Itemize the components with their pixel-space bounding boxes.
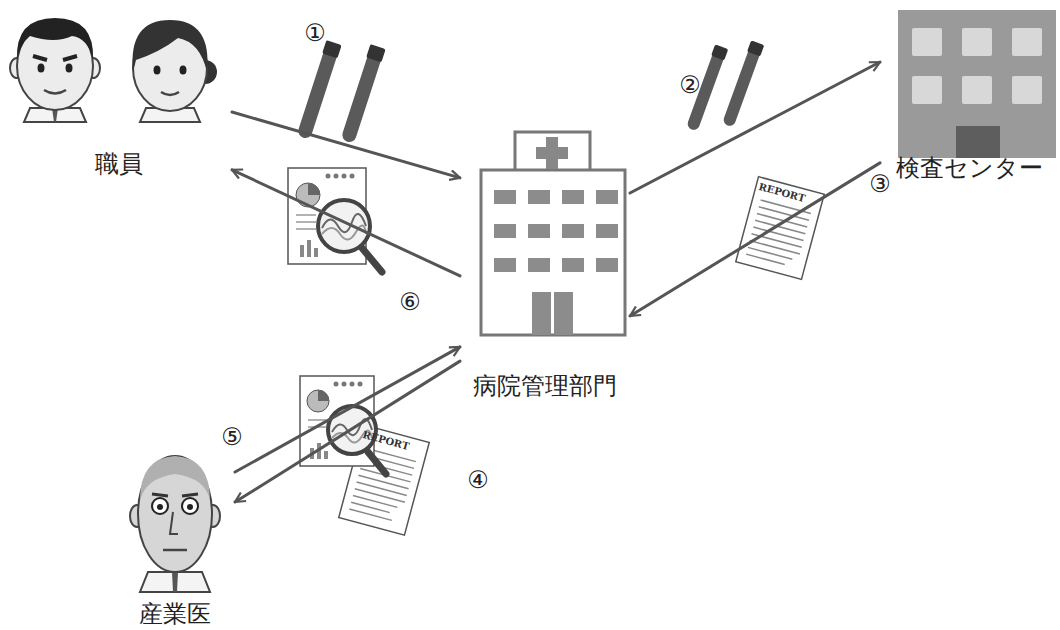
actor-node: 職員: [5, 10, 232, 180]
staff-man-illustration: [10, 18, 100, 122]
callout-number: ②: [679, 73, 701, 97]
flow-arrow: [235, 347, 460, 472]
physician-illustration: [130, 456, 220, 592]
node-label: 職員: [95, 149, 143, 180]
flow-arrow: [630, 62, 880, 193]
node-label: 病院管理部門: [473, 371, 617, 402]
flow-arrow: [232, 170, 460, 276]
report-icon: [736, 177, 824, 280]
test-tubes-icon: [296, 40, 386, 144]
actor-node: 病院管理部門: [460, 118, 630, 402]
hospital-building: [481, 132, 625, 335]
node-label: 検査センター: [896, 153, 1043, 184]
callout-number: ③: [869, 172, 891, 196]
flow-arrow: [630, 163, 880, 316]
actor-node: 産業医: [115, 448, 235, 630]
callout-number: ⑥: [399, 290, 421, 314]
flow-arrow: [235, 361, 460, 502]
staff-woman-illustration: [132, 20, 217, 122]
actor-node: 検査センター: [880, 8, 1058, 184]
callout-number: ⑤: [221, 425, 243, 449]
analysis-chart-icon: [300, 376, 386, 474]
callout-number: ①: [304, 21, 326, 45]
inspection-center-building: [898, 10, 1056, 158]
flow-arrow: [232, 112, 460, 178]
callout-number: ④: [467, 468, 489, 492]
analysis-chart-icon: [288, 168, 382, 272]
node-label: 産業医: [139, 599, 211, 630]
